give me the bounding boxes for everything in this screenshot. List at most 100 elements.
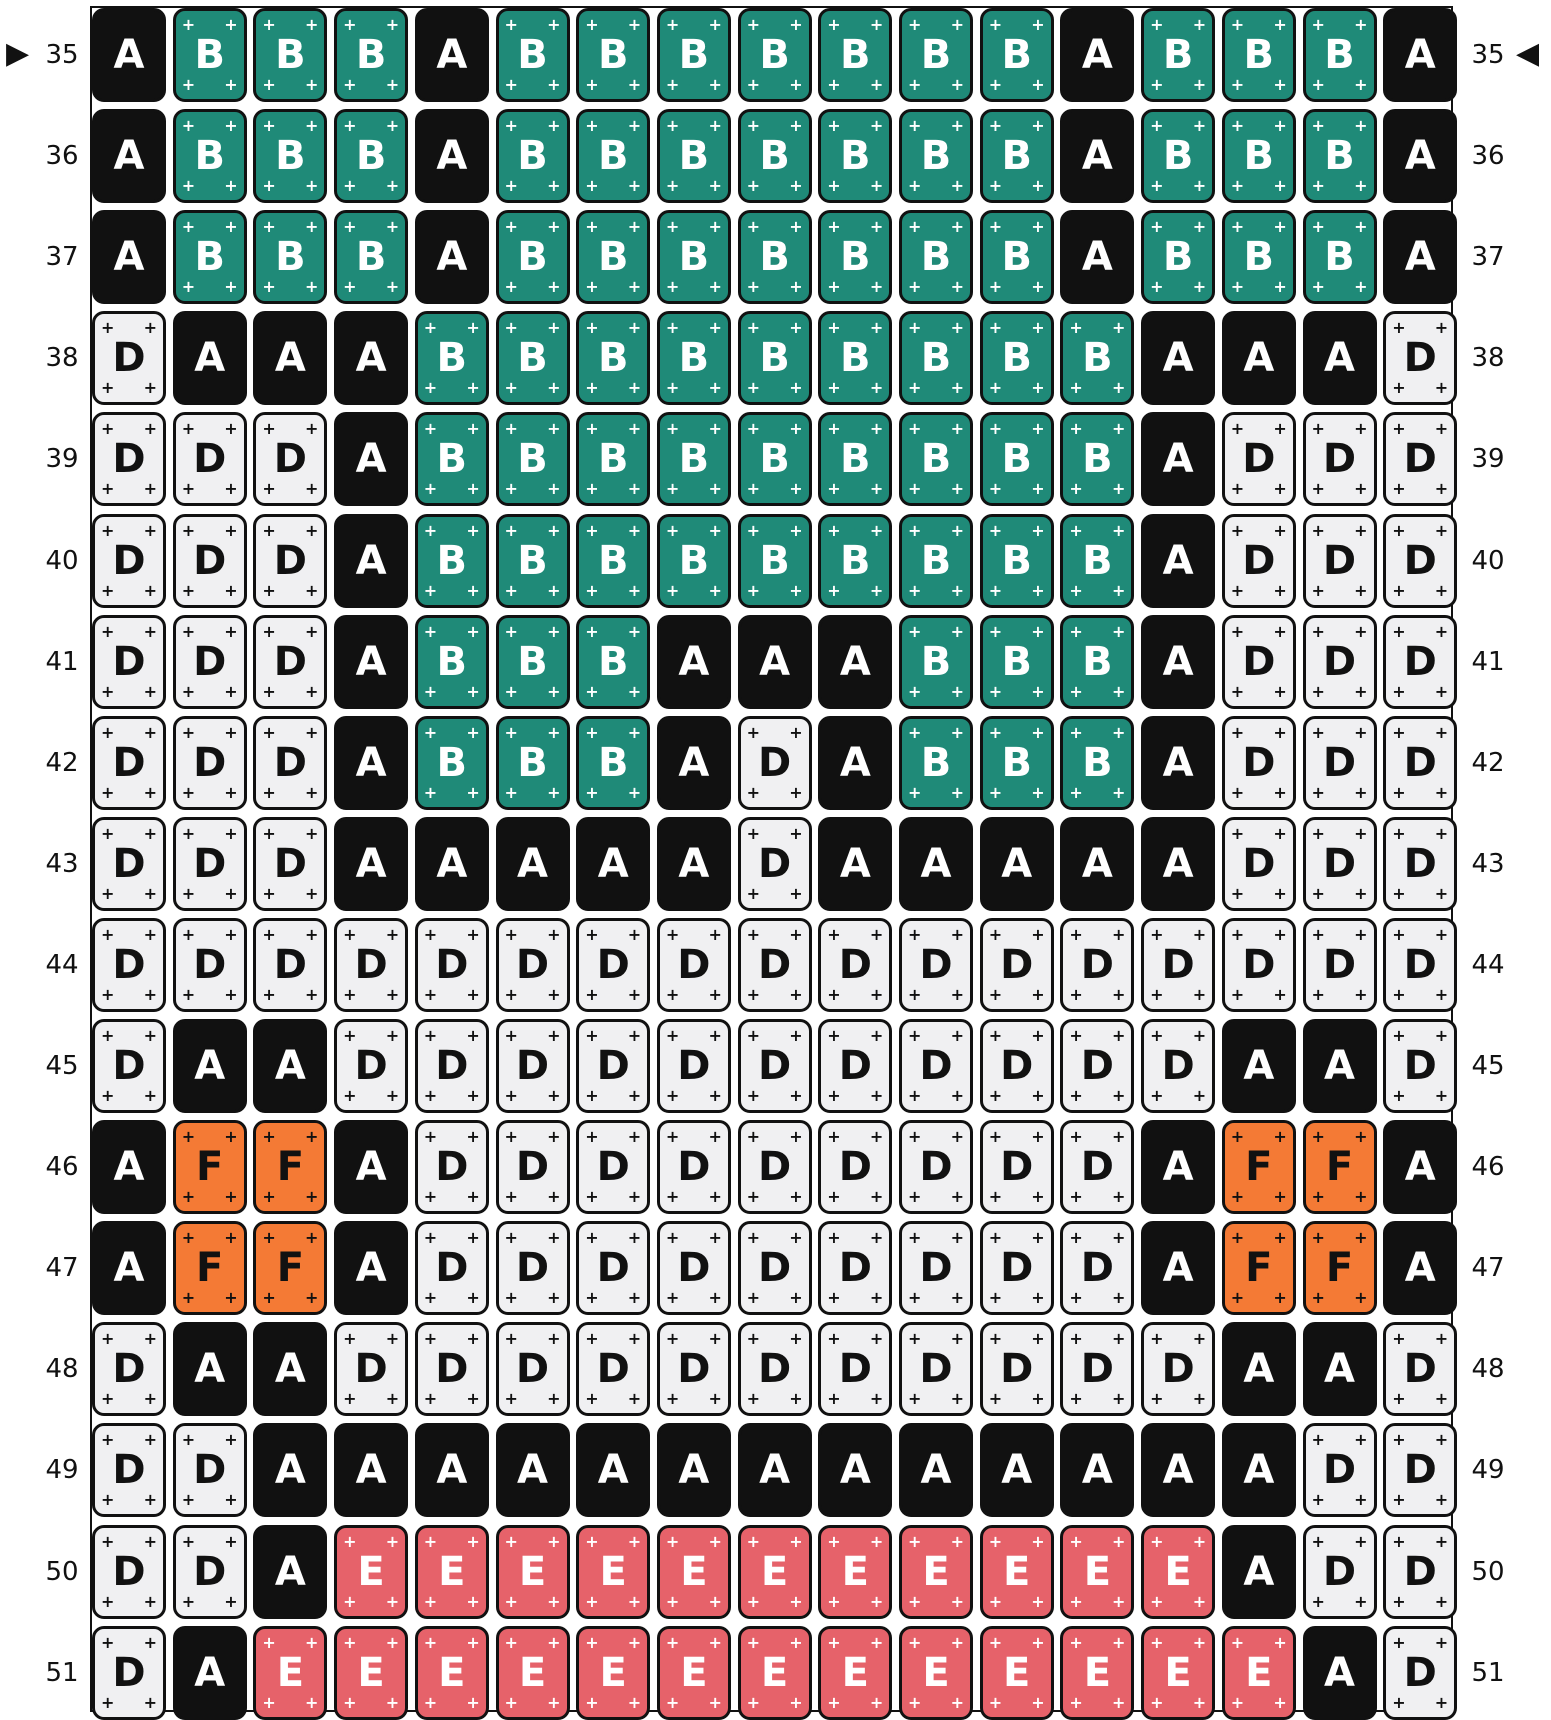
stitch-cell[interactable]: A	[334, 514, 408, 608]
stitch-cell[interactable]: D++++	[1383, 1322, 1457, 1416]
stitch-cell[interactable]: A	[1383, 1221, 1457, 1315]
stitch-cell[interactable]: E++++	[980, 1525, 1054, 1619]
stitch-cell[interactable]: B++++	[657, 311, 731, 405]
stitch-cell[interactable]: D++++	[173, 1525, 247, 1619]
stitch-cell[interactable]: D++++	[92, 412, 166, 506]
stitch-cell[interactable]: D++++	[738, 1221, 812, 1315]
stitch-cell[interactable]: A	[92, 1221, 166, 1315]
stitch-cell[interactable]: B++++	[899, 109, 973, 203]
stitch-cell[interactable]: E++++	[576, 1525, 650, 1619]
stitch-cell[interactable]: D++++	[415, 1221, 489, 1315]
stitch-cell[interactable]: B++++	[818, 311, 892, 405]
stitch-cell[interactable]: D++++	[496, 1019, 570, 1113]
stitch-cell[interactable]: B++++	[253, 210, 327, 304]
stitch-cell[interactable]: B++++	[818, 210, 892, 304]
stitch-cell[interactable]: B++++	[576, 8, 650, 102]
stitch-cell[interactable]: E++++	[738, 1525, 812, 1619]
stitch-cell[interactable]: B++++	[576, 412, 650, 506]
stitch-cell[interactable]: B++++	[1141, 8, 1215, 102]
stitch-cell[interactable]: B++++	[1060, 412, 1134, 506]
stitch-cell[interactable]: D++++	[899, 1120, 973, 1214]
stitch-cell[interactable]: D++++	[1303, 1525, 1377, 1619]
stitch-cell[interactable]: D++++	[1383, 412, 1457, 506]
stitch-cell[interactable]: B++++	[576, 311, 650, 405]
stitch-cell[interactable]: A	[334, 1221, 408, 1315]
stitch-cell[interactable]: A	[1222, 1423, 1296, 1517]
stitch-cell[interactable]: D++++	[1303, 716, 1377, 810]
stitch-cell[interactable]: D++++	[1303, 1423, 1377, 1517]
stitch-cell[interactable]: D++++	[980, 918, 1054, 1012]
stitch-cell[interactable]: D++++	[980, 1019, 1054, 1113]
stitch-cell[interactable]: D++++	[1303, 817, 1377, 911]
stitch-cell[interactable]: B++++	[496, 311, 570, 405]
stitch-cell[interactable]: A	[980, 1423, 1054, 1517]
stitch-cell[interactable]: D++++	[415, 1322, 489, 1416]
stitch-cell[interactable]: B++++	[738, 412, 812, 506]
stitch-cell[interactable]: D++++	[173, 817, 247, 911]
stitch-cell[interactable]: A	[980, 817, 1054, 911]
stitch-cell[interactable]: E++++	[496, 1525, 570, 1619]
stitch-cell[interactable]: A	[253, 1525, 327, 1619]
stitch-cell[interactable]: D++++	[657, 1019, 731, 1113]
stitch-cell[interactable]: D++++	[1060, 1120, 1134, 1214]
stitch-cell[interactable]: A	[1141, 311, 1215, 405]
stitch-cell[interactable]: D++++	[1222, 412, 1296, 506]
stitch-cell[interactable]: B++++	[1303, 210, 1377, 304]
stitch-cell[interactable]: D++++	[173, 412, 247, 506]
stitch-cell[interactable]: A	[1383, 8, 1457, 102]
stitch-cell[interactable]: D++++	[92, 1019, 166, 1113]
stitch-cell[interactable]: A	[334, 1120, 408, 1214]
stitch-cell[interactable]: B++++	[980, 8, 1054, 102]
stitch-cell[interactable]: D++++	[1383, 1019, 1457, 1113]
stitch-cell[interactable]: D++++	[576, 918, 650, 1012]
stitch-cell[interactable]: B++++	[899, 210, 973, 304]
stitch-cell[interactable]: D++++	[1060, 1322, 1134, 1416]
stitch-cell[interactable]: E++++	[1141, 1626, 1215, 1720]
stitch-cell[interactable]: B++++	[576, 109, 650, 203]
stitch-cell[interactable]: B++++	[738, 8, 812, 102]
stitch-cell[interactable]: D++++	[173, 1423, 247, 1517]
stitch-cell[interactable]: B++++	[1303, 109, 1377, 203]
stitch-cell[interactable]: A	[415, 817, 489, 911]
stitch-cell[interactable]: D++++	[253, 716, 327, 810]
stitch-cell[interactable]: E++++	[899, 1525, 973, 1619]
stitch-cell[interactable]: B++++	[253, 8, 327, 102]
stitch-cell[interactable]: A	[334, 311, 408, 405]
stitch-cell[interactable]: A	[899, 1423, 973, 1517]
stitch-cell[interactable]: E++++	[496, 1626, 570, 1720]
stitch-cell[interactable]: A	[738, 615, 812, 709]
stitch-cell[interactable]: B++++	[576, 716, 650, 810]
stitch-cell[interactable]: D++++	[1383, 1525, 1457, 1619]
stitch-cell[interactable]: D++++	[92, 918, 166, 1012]
stitch-cell[interactable]: D++++	[334, 1019, 408, 1113]
stitch-cell[interactable]: B++++	[980, 615, 1054, 709]
stitch-cell[interactable]: D++++	[1383, 716, 1457, 810]
stitch-cell[interactable]: B++++	[496, 514, 570, 608]
stitch-cell[interactable]: A	[334, 1423, 408, 1517]
stitch-cell[interactable]: B++++	[576, 210, 650, 304]
stitch-cell[interactable]: A	[1303, 1322, 1377, 1416]
stitch-cell[interactable]: D++++	[1222, 817, 1296, 911]
stitch-cell[interactable]: D++++	[253, 817, 327, 911]
stitch-cell[interactable]: A	[334, 615, 408, 709]
stitch-cell[interactable]: A	[738, 1423, 812, 1517]
stitch-cell[interactable]: B++++	[818, 109, 892, 203]
stitch-cell[interactable]: E++++	[980, 1626, 1054, 1720]
stitch-cell[interactable]: D++++	[496, 918, 570, 1012]
stitch-cell[interactable]: D++++	[1303, 412, 1377, 506]
stitch-cell[interactable]: B++++	[334, 210, 408, 304]
stitch-cell[interactable]: D++++	[1060, 918, 1134, 1012]
stitch-cell[interactable]: A	[415, 8, 489, 102]
stitch-cell[interactable]: D++++	[92, 311, 166, 405]
stitch-cell[interactable]: B++++	[738, 210, 812, 304]
stitch-cell[interactable]: D++++	[818, 1019, 892, 1113]
stitch-cell[interactable]: A	[92, 8, 166, 102]
stitch-cell[interactable]: A	[1222, 1525, 1296, 1619]
stitch-cell[interactable]: D++++	[1222, 918, 1296, 1012]
stitch-cell[interactable]: D++++	[253, 918, 327, 1012]
stitch-cell[interactable]: B++++	[818, 8, 892, 102]
stitch-cell[interactable]: F++++	[1222, 1221, 1296, 1315]
stitch-cell[interactable]: D++++	[92, 1626, 166, 1720]
stitch-cell[interactable]: B++++	[899, 615, 973, 709]
stitch-cell[interactable]: D++++	[576, 1322, 650, 1416]
